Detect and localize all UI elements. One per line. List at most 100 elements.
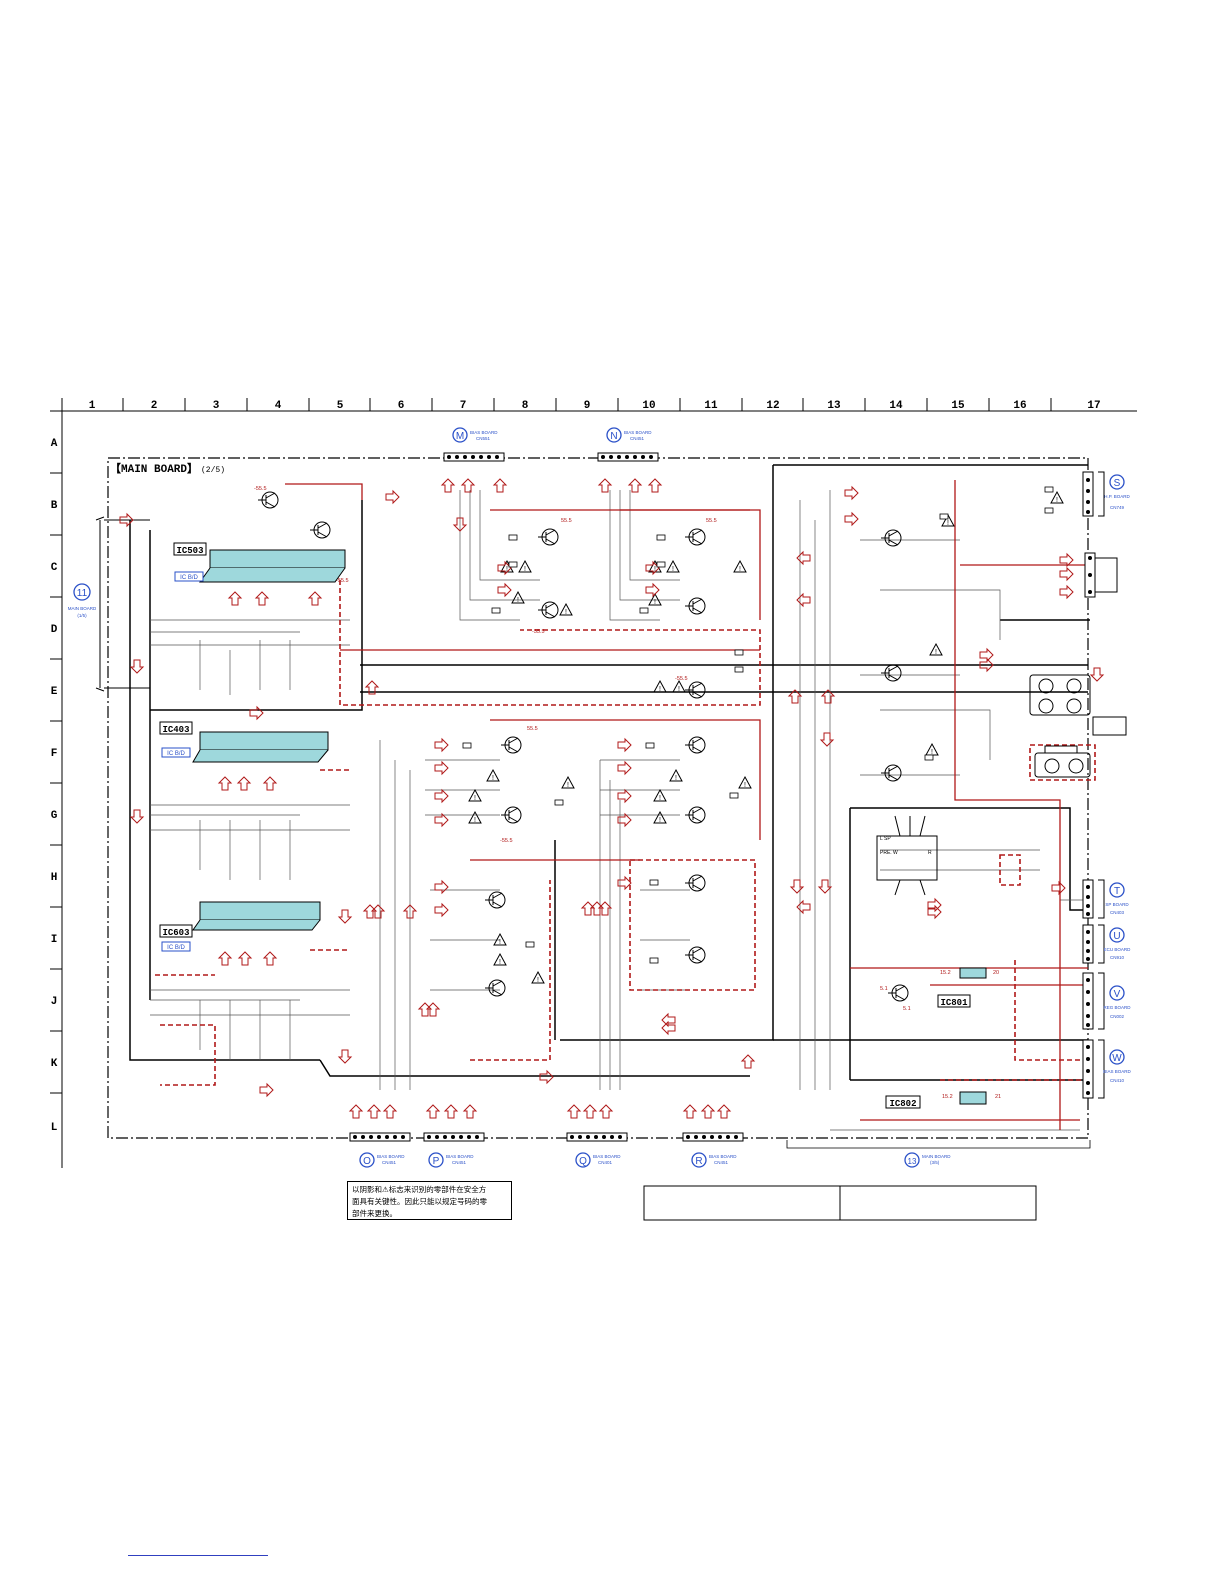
red-dashed-traces [155, 580, 1096, 1086]
row-label: G [51, 810, 58, 822]
connector-label: BIAS BOARD [377, 1154, 405, 1159]
connector-label: REG BOARD [1103, 1005, 1131, 1010]
connector-label: MAIN BOARD [922, 1154, 951, 1159]
row-ruler [50, 411, 63, 1168]
row-labels: A B C D E F G H I J K L [51, 438, 58, 1134]
connector-label: ECU BOARD [1104, 947, 1132, 952]
connector-id: W [1112, 1053, 1122, 1064]
ic403: IC403 IC B/D [159, 721, 329, 763]
connector-id: 13 [908, 1157, 917, 1166]
col-label: 10 [642, 400, 655, 412]
connector-ref: CN451 [630, 436, 645, 441]
col-label: 1 [89, 400, 96, 412]
switch-label: PRE. W [880, 850, 898, 856]
connector-11: 11 MAIN BOARD (1/5) [68, 516, 150, 692]
connector-id: Q [579, 1156, 587, 1167]
connector-m: M BIAS BOARD CN551 [443, 427, 505, 462]
connector-ref: CN451 [714, 1160, 729, 1165]
row-label: C [51, 562, 58, 574]
connector-ref: CN403 [1110, 910, 1125, 915]
switch-label: L SP [880, 836, 891, 842]
board-title: 【MAIN BOARD】 [110, 462, 198, 476]
col-label: 17 [1087, 400, 1100, 412]
connector-label: BIAS BOARD [593, 1154, 621, 1159]
connector-label: BIAS BOARD [446, 1154, 474, 1159]
connector-ref: CN451 [382, 1160, 397, 1165]
voltage-label: 15.2 [940, 970, 951, 976]
row-label: A [51, 438, 58, 450]
black-traces [129, 464, 1090, 1081]
voltage-label: 55.5 [706, 518, 717, 524]
connector-id: U [1113, 931, 1120, 942]
connector-id: 11 [77, 588, 88, 599]
connector-ref: CN451 [452, 1160, 467, 1165]
column-labels: 1 2 3 4 5 6 7 8 9 10 11 12 13 14 15 16 1… [89, 400, 1101, 412]
c-row-connector [1084, 552, 1118, 598]
ic-label: IC801 [940, 998, 968, 1008]
col-label: 13 [827, 400, 841, 412]
row-label: K [51, 1058, 58, 1070]
ic603: IC603 IC B/D [159, 901, 321, 952]
row-label: F [51, 748, 58, 760]
connector-ref: CN910 [1110, 955, 1125, 960]
voltage-labels: -55.5 -55.5 55.5 -55.5 55.5 -55.5 55.5 -… [254, 486, 1001, 1100]
col-label: 5 [337, 400, 344, 412]
connector-ref: CN551 [476, 436, 491, 441]
col-label: 3 [213, 400, 220, 412]
row-label: J [51, 996, 58, 1008]
safety-note: 以阴影和⚠标志来识别的零部件在安全方 面具有关键性。因此只能以规定号码的零 部件… [347, 1181, 512, 1220]
voltage-label: -55.5 [500, 838, 513, 844]
connector-s: S H.P. BOARD CN749 [1082, 471, 1130, 517]
resistors [462, 486, 1054, 964]
speaker-block [1029, 674, 1127, 778]
ic-label: IC802 [889, 1099, 916, 1109]
voltage-label: -55.5 [675, 676, 688, 682]
ic503: IC503 IC B/D [173, 542, 346, 583]
connector-ref: CN749 [1110, 505, 1125, 510]
ic-label: IC403 [162, 725, 189, 735]
col-label: 12 [766, 400, 779, 412]
connector-ref: CN410 [1110, 1078, 1125, 1083]
connector-r: R BIAS BOARD CN451 [682, 1132, 744, 1168]
board-page: (2/5) [201, 466, 225, 475]
connector-id: O [363, 1156, 371, 1167]
connector-u: U ECU BOARD CN910 [1082, 924, 1132, 964]
legend-table [643, 1185, 1037, 1221]
note-line: 部件来更换。 [352, 1209, 397, 1218]
col-label: 14 [889, 400, 903, 412]
ic-label: IC603 [162, 928, 189, 938]
row-label: D [51, 624, 58, 636]
row-label: L [51, 1122, 58, 1134]
connector-id: M [456, 431, 464, 442]
voltage-label: 21 [995, 1094, 1001, 1100]
connector-ref: (3/5) [930, 1160, 940, 1165]
row-label: B [51, 500, 58, 512]
col-label: 8 [522, 400, 529, 412]
connector-label: BIAS BOARD [470, 430, 498, 435]
transistors [257, 491, 909, 1002]
ic802: IC802 [885, 1091, 987, 1109]
voltage-label: 20 [993, 970, 999, 976]
connector-q: Q BIAS BOARD CN401 [566, 1132, 628, 1168]
connector-o: O BIAS BOARD CN451 [349, 1132, 411, 1168]
selector-switch: L SP PRE. W R [876, 815, 938, 896]
red-traces [285, 480, 1090, 1130]
connector-13: 13 MAIN BOARD (3/5) [786, 1140, 1091, 1168]
connector-ref: (1/5) [77, 613, 87, 618]
col-label: 11 [704, 400, 718, 412]
col-label: 16 [1013, 400, 1026, 412]
connector-ref: CN002 [1110, 1014, 1125, 1019]
ic-label: IC503 [176, 546, 203, 556]
col-label: 6 [398, 400, 405, 412]
connector-id: P [433, 1156, 440, 1167]
col-label: 9 [584, 400, 591, 412]
column-ruler [50, 398, 1137, 412]
connector-id: S [1114, 478, 1121, 489]
ic801: IC801 [937, 967, 987, 1008]
connector-w: W BIAS BOARD CN410 [1082, 1039, 1132, 1099]
footer-rule [128, 1555, 268, 1556]
col-label: 4 [275, 400, 282, 412]
connector-label: MAIN BOARD [68, 606, 97, 611]
connector-label: BIAS BOARD [624, 430, 652, 435]
voltage-label: 55.5 [527, 726, 538, 732]
